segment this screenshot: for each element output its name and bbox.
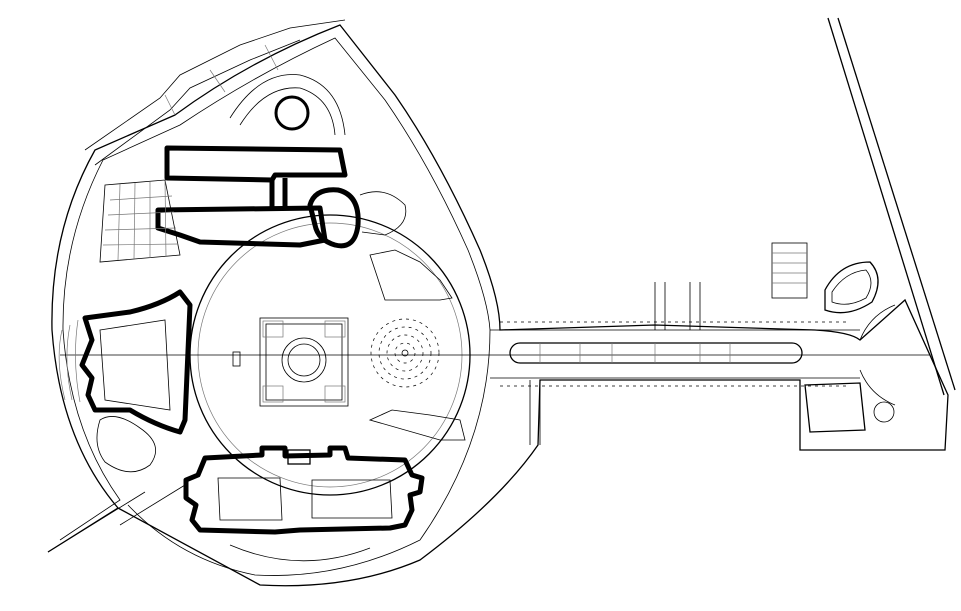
top-building-upper-block: [164, 145, 348, 183]
left-curved-building: [79, 289, 193, 435]
top-building-lower-block: [155, 205, 328, 248]
right-oval-building: [824, 261, 879, 314]
top-building-connector: [269, 178, 288, 210]
fountain-feature: [370, 318, 440, 388]
right-bottom-tower: [873, 401, 895, 423]
east-boulevard: [490, 321, 860, 387]
right-bottom-building: [804, 382, 866, 433]
central-square-feature: [259, 317, 349, 407]
access-road-top: [84, 19, 346, 166]
site-boundary-inner: [59, 37, 491, 576]
branch-road-south: [529, 380, 541, 445]
small-terrace-top: [359, 191, 407, 236]
bottom-building: [183, 445, 425, 535]
access-road-top-2: [164, 44, 279, 116]
bottom-building-lower-arc: [229, 544, 371, 562]
right-oval-building-inner: [831, 269, 872, 305]
road-edge-right-2: [837, 17, 956, 391]
bottom-building-entrance: [287, 449, 311, 465]
left-lower-garden: [96, 416, 157, 473]
right-parking: [771, 242, 808, 299]
left-curved-building-inner: [99, 319, 171, 411]
grid-courtyard: [99, 179, 181, 263]
bottom-building-inner: [217, 477, 393, 521]
right-plaza-block-top: [369, 249, 453, 301]
right-roundabout: [859, 304, 896, 406]
top-pavilion: [229, 74, 346, 136]
left-stepped-terrace: [58, 319, 81, 403]
right-plaza-block-bottom: [368, 409, 466, 441]
road-edge-bottom-left-1: [47, 491, 146, 553]
site-boundary-outer: [47, 24, 949, 587]
top-building-oval-hall: [307, 187, 361, 249]
plaza-marker: [232, 351, 241, 367]
branch-road-1: [654, 282, 701, 330]
road-edge-right-1: [827, 17, 945, 396]
road-edge-bottom-left-2: [119, 484, 186, 526]
